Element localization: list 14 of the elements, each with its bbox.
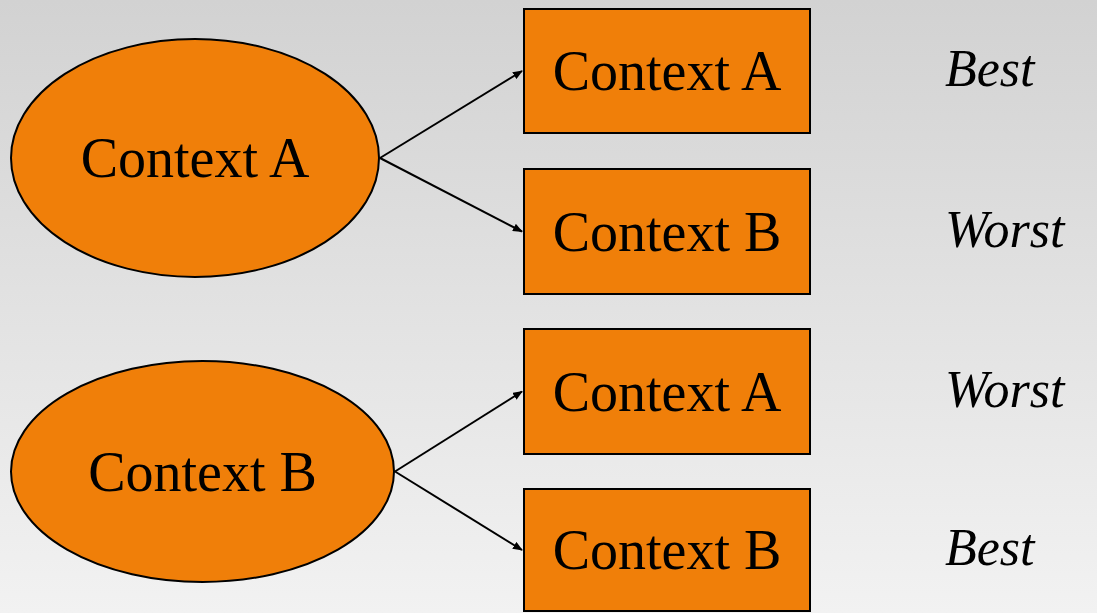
rating-label: Best — [945, 43, 1035, 95]
context-box: Context B — [523, 488, 811, 612]
node-label: Context A — [80, 130, 310, 186]
arrow — [379, 157, 523, 233]
arrow — [394, 390, 523, 473]
context-box: Context B — [523, 168, 811, 295]
arrow — [394, 470, 523, 551]
rating-label: Worst — [945, 203, 1065, 256]
arrow — [379, 70, 523, 159]
node-label: Context B — [88, 443, 317, 500]
context-box: Context A — [523, 8, 811, 134]
rating-label: Best — [945, 522, 1035, 574]
rating-label: Worst — [945, 363, 1065, 416]
context-box: Context A — [523, 328, 811, 455]
